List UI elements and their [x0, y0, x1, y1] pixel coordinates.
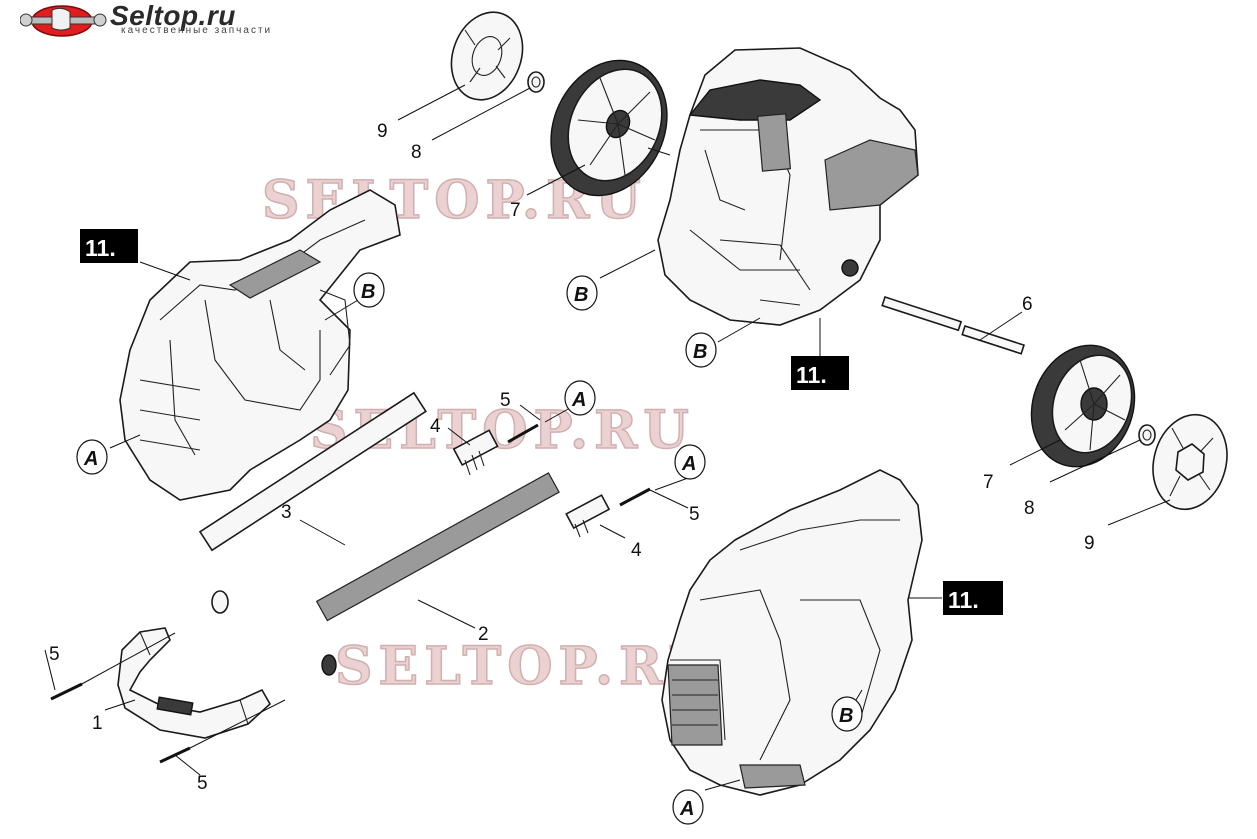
- tube-3: [198, 391, 427, 614]
- handle-1: [117, 627, 272, 739]
- leader-lines: [44, 84, 1171, 791]
- circle-b-left: B: [353, 272, 385, 308]
- svg-text:A: A: [679, 798, 694, 820]
- tag-11-right: 11.: [943, 581, 1003, 615]
- svg-text:B: B: [574, 284, 588, 306]
- tube-2: [315, 472, 560, 676]
- callout-9-top: 9: [377, 121, 388, 142]
- logo-subtitle: качественные запчасти: [121, 25, 273, 36]
- tag-11-left: 11.: [80, 229, 138, 263]
- callout-numbers: 9 8 7 6 7 8 9 5 4 3 5 4 2 5 1 5: [49, 121, 1095, 794]
- watermark-3: SELTOP.RU: [335, 636, 720, 697]
- callout-5-bottom: 5: [197, 773, 208, 794]
- wheel-top: [550, 59, 668, 197]
- svg-text:B: B: [361, 281, 375, 303]
- wheel-right: [1030, 344, 1136, 468]
- callout-1: 1: [92, 713, 103, 734]
- axle-pins: [881, 295, 1025, 355]
- svg-text:A: A: [83, 448, 98, 470]
- wrench-fist-logo-icon: [19, 5, 107, 37]
- hubcap-top: [450, 11, 524, 101]
- washer-right: [1138, 424, 1156, 446]
- svg-text:A: A: [681, 453, 696, 475]
- circle-a-right: A: [674, 444, 706, 480]
- coupling-4-top: [452, 429, 499, 476]
- coupling-4-bottom: [565, 494, 611, 538]
- circle-b-top: B: [566, 275, 598, 311]
- pins-5: [50, 423, 651, 764]
- housing-bottom-right: [661, 469, 923, 796]
- callout-5-right: 5: [689, 504, 700, 525]
- housing-top-right: [657, 47, 919, 326]
- callout-4-top: 4: [430, 416, 441, 437]
- callout-7-right: 7: [983, 472, 994, 493]
- callout-4-bottom: 4: [631, 540, 642, 561]
- svg-text:B: B: [839, 705, 853, 727]
- circle-b-bottom: B: [831, 696, 863, 732]
- circle-a-bottom: A: [672, 789, 704, 825]
- callout-7-top: 7: [510, 200, 521, 221]
- svg-text:B: B: [693, 341, 707, 363]
- tag-11-middle: 11.: [791, 356, 849, 390]
- svg-text:A: A: [571, 389, 586, 411]
- circle-a-top: A: [564, 380, 596, 416]
- circle-b-middle: B: [685, 332, 717, 368]
- svg-text:11.: 11.: [85, 235, 116, 261]
- circle-a-left: A: [76, 439, 108, 475]
- callout-6: 6: [1022, 294, 1033, 315]
- logo-name: Seltop.ru: [110, 0, 236, 31]
- callout-9-right: 9: [1084, 533, 1095, 554]
- hubcap-right: [1152, 413, 1228, 511]
- callout-5-left: 5: [49, 644, 60, 665]
- washer-top: [527, 71, 545, 93]
- svg-text:11.: 11.: [948, 587, 979, 613]
- callout-8-right: 8: [1024, 498, 1035, 519]
- callout-3: 3: [281, 502, 292, 523]
- svg-text:11.: 11.: [796, 362, 827, 388]
- callout-8-top: 8: [411, 142, 422, 163]
- housing-left: [119, 189, 401, 501]
- seltop-logo: Seltop.ru качественные запчасти: [19, 0, 330, 40]
- callout-5-top: 5: [500, 390, 511, 411]
- callout-2: 2: [478, 624, 489, 645]
